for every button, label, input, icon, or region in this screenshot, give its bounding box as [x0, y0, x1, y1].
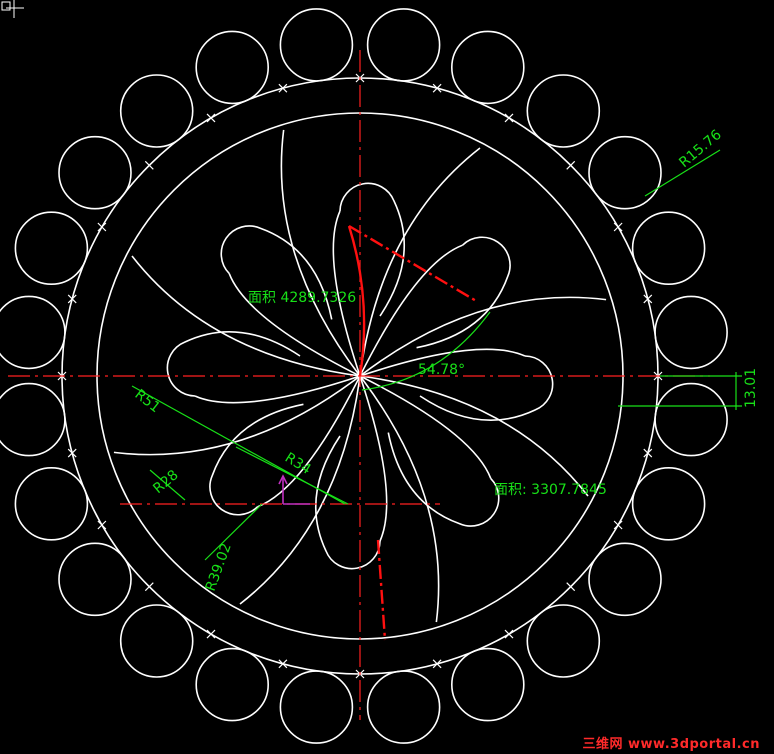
tangent-marker	[432, 659, 442, 669]
blade	[113, 375, 361, 516]
dimension-lines	[131, 149, 742, 561]
blade-curve	[257, 375, 361, 508]
angle-dimension: 54.78°	[418, 362, 465, 378]
blade-curve	[131, 255, 361, 377]
outer-ring-circle	[14, 211, 89, 285]
tangent-marker	[504, 113, 514, 123]
dist-dimension: 13.01	[743, 368, 759, 408]
blade-curve	[416, 236, 511, 349]
blade	[239, 375, 388, 605]
outer-ring-circle	[588, 135, 662, 210]
tangent-marker	[144, 582, 154, 592]
tangent-marker	[566, 582, 576, 592]
blade-curve	[228, 273, 361, 377]
r28-leader	[149, 469, 186, 501]
blade-curve	[314, 435, 381, 570]
outer-ring-circle	[195, 647, 269, 722]
blade-curve	[209, 403, 304, 516]
tangent-marker	[278, 83, 288, 93]
blade	[220, 129, 361, 377]
center-lines	[8, 50, 710, 720]
blade-curve	[359, 296, 607, 377]
blade-curve	[280, 129, 361, 377]
radius-highlight-arc	[347, 225, 366, 377]
tangent-marker	[206, 629, 216, 639]
blade-curve	[359, 348, 526, 377]
tangent-marker	[504, 629, 514, 639]
blade-curve	[220, 225, 333, 320]
tangent-marker	[613, 520, 623, 530]
watermark-cn: 三维网	[582, 737, 623, 752]
outer-ring-circle	[631, 211, 706, 285]
area-label-upper: 面积 4289.7326	[248, 290, 356, 306]
tangent-marker	[643, 294, 653, 304]
blade-curve	[359, 375, 492, 479]
tangent-marker	[566, 160, 576, 170]
outer-ring-circle	[450, 30, 525, 105]
blade-curve	[113, 375, 361, 456]
blade	[131, 255, 361, 404]
blade-curve	[419, 355, 554, 422]
blade-curve	[359, 147, 481, 377]
blade-curve	[359, 244, 463, 377]
ucs-axis-icon	[278, 474, 310, 505]
outer-ring-circle	[58, 135, 132, 210]
blade-curve	[339, 182, 406, 317]
tangent-marker	[206, 113, 216, 123]
tangent-marker	[144, 160, 154, 170]
blade-curve	[387, 432, 500, 527]
blade-curve	[332, 210, 361, 377]
watermark-url: www.3dportal.cn	[628, 737, 760, 752]
watermark: 三维网 www.3dportal.cn	[582, 733, 760, 752]
outer-ring-circle	[526, 604, 601, 678]
outer-ring-circle	[526, 74, 601, 148]
angle-construction	[348, 224, 479, 641]
cursor-crosshair-icon	[1, 0, 24, 18]
outer-ring-circle	[631, 466, 706, 541]
blade	[359, 375, 500, 623]
blade	[332, 147, 481, 377]
r15-leader	[644, 149, 721, 197]
tangent-point-markers	[57, 73, 663, 679]
tangent-marker	[97, 520, 107, 530]
r34-leader	[235, 446, 349, 505]
tangent-marker	[432, 83, 442, 93]
area-label-lower: 面积: 3307.7845	[494, 482, 607, 498]
outer-ring-circle	[119, 74, 194, 148]
angle-arc	[361, 311, 491, 391]
outer-ring-circle	[119, 604, 194, 678]
tangent-marker	[67, 448, 77, 458]
tangent-marker	[613, 222, 623, 232]
r9-leader	[204, 503, 263, 561]
tangent-marker	[643, 448, 653, 458]
blade-curve	[359, 375, 440, 623]
impeller-blades	[113, 129, 607, 623]
tangent-marker	[97, 222, 107, 232]
outer-ring-circle	[450, 647, 525, 722]
blade-curve	[239, 375, 361, 605]
blade-curve	[194, 375, 361, 404]
tangent-marker	[278, 659, 288, 669]
outer-ring-circle	[195, 30, 269, 105]
blade	[359, 236, 607, 377]
blade-curve	[166, 330, 301, 397]
outer-ring-circle	[14, 466, 89, 541]
outer-ring-circle	[58, 542, 132, 617]
outer-ring-circle	[588, 542, 662, 617]
blade-curve	[359, 375, 388, 542]
tangent-marker	[67, 294, 77, 304]
